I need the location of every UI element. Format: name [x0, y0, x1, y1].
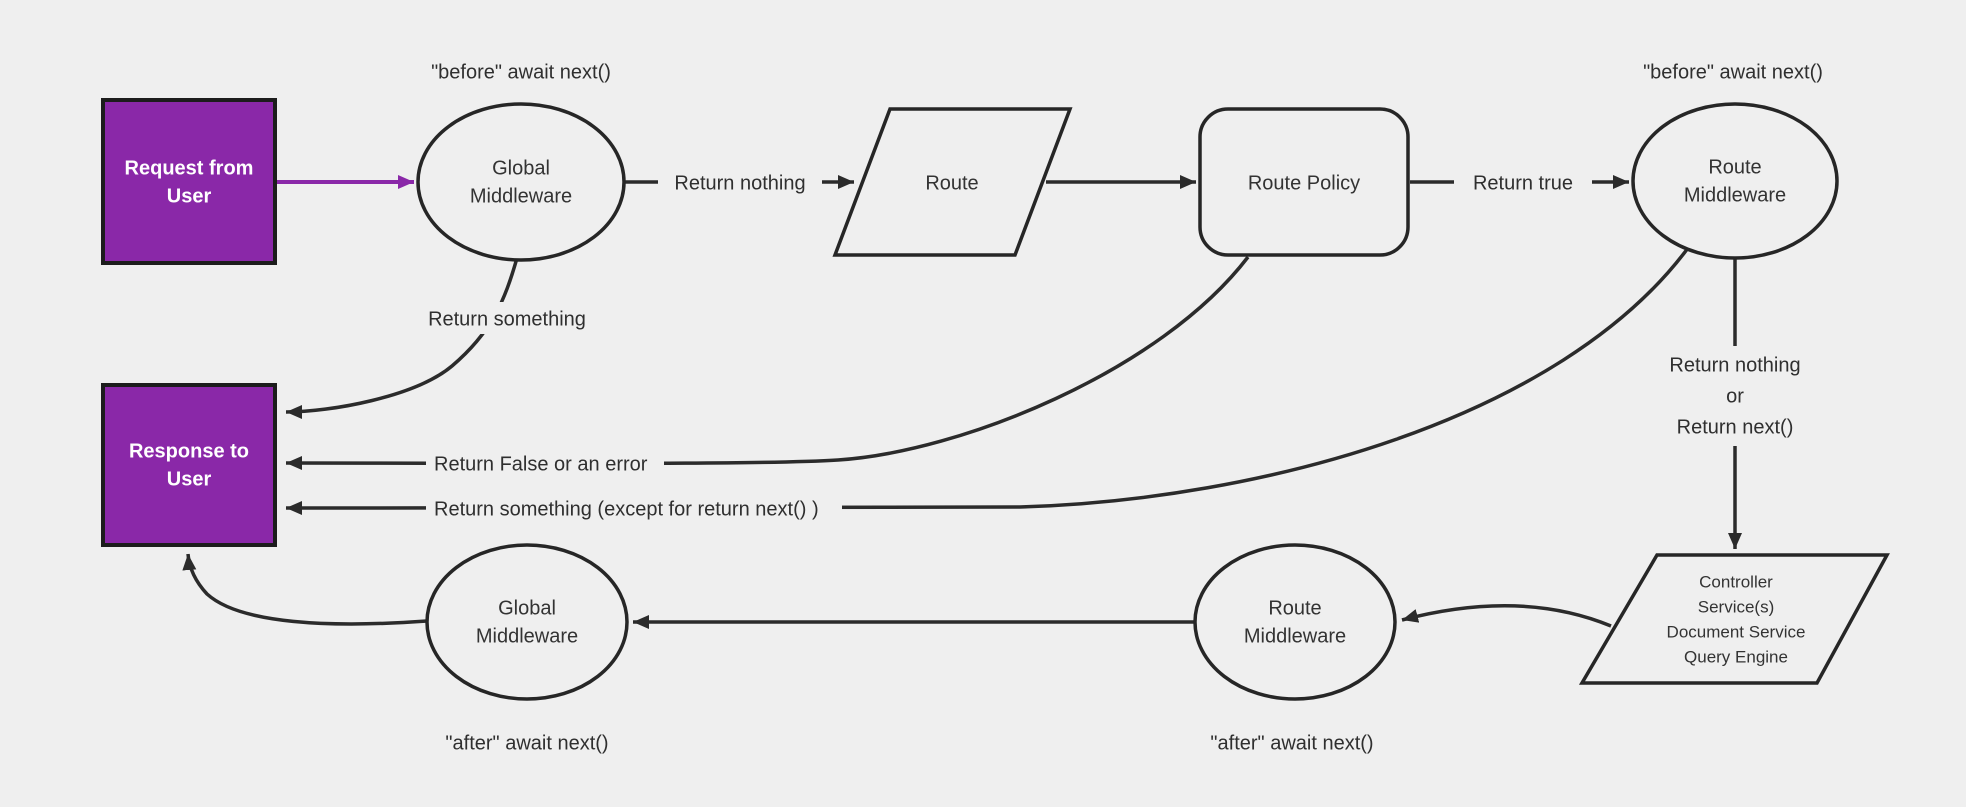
request-from-user-box: [101, 98, 277, 265]
edge-global-middleware-to-response: [285, 257, 519, 419]
route-policy-box: [1198, 107, 1410, 257]
edge-label-return-nothing: Return nothing: [674, 172, 805, 194]
node-route-policy: Route Policy: [1198, 107, 1410, 257]
route-middleware-bottom-ellipse: [1193, 543, 1397, 701]
node-route-middleware-bottom: Route Middleware: [1193, 543, 1397, 701]
node-global-middleware-bottom: Global Middleware: [425, 543, 629, 701]
node-route-middleware-top: Route Middleware: [1631, 102, 1839, 260]
node-label-line: Route: [1268, 597, 1321, 619]
label-bg-return-something: [408, 302, 606, 334]
node-label-line: Middleware: [1244, 625, 1346, 647]
edge-route-policy-to-response: [285, 255, 1250, 471]
route-parallelogram: [832, 107, 1073, 257]
node-request-from-user: Request from User: [101, 98, 277, 265]
node-label-line: Route: [925, 172, 978, 194]
node-controller-services: Controller Service(s) Document Service Q…: [1578, 553, 1890, 685]
label-bg-return-nothing-or: [1648, 346, 1824, 446]
node-label-line: User: [167, 468, 212, 490]
label-bg-return-nothing: [658, 166, 822, 198]
edge-label-return-nothing-or-line1: Return nothing: [1669, 354, 1800, 376]
edge-label-return-nothing-or-line2: or: [1726, 385, 1744, 407]
node-label-line: Global: [492, 157, 550, 179]
node-label-line: Document Service: [1667, 622, 1806, 641]
edge-label-return-nothing-or-line3: Return next(): [1677, 416, 1794, 438]
node-label-line: Middleware: [470, 185, 572, 207]
edge-label-return-true: Return true: [1473, 172, 1573, 194]
global-middleware-top-ellipse: [416, 102, 626, 262]
response-to-user-box: [101, 383, 277, 547]
edge-label-before-await-next-right: "before" await next(): [1643, 61, 1823, 83]
edge-label-after-await-next-left: "after" await next(): [445, 732, 608, 754]
edge-label-return-something: Return something: [428, 308, 586, 330]
node-label-line: Service(s): [1698, 597, 1775, 616]
edge-label-return-false: Return False or an error: [434, 453, 648, 475]
node-label-line: Request from: [125, 157, 254, 179]
edge-global-middleware-bottom-to-response: [182, 553, 428, 626]
node-label-line: Middleware: [476, 625, 578, 647]
global-middleware-bottom-ellipse: [425, 543, 629, 701]
node-label-line: Controller: [1699, 572, 1773, 591]
node-label-line: Middleware: [1684, 184, 1786, 206]
route-middleware-top-ellipse: [1631, 102, 1839, 260]
label-bg-return-true: [1454, 166, 1592, 198]
edge-label-return-something-except: Return something (except for return next…: [434, 498, 819, 520]
label-bg-return-false: [426, 447, 664, 479]
node-label-line: User: [167, 185, 212, 207]
controller-parallelogram: [1578, 553, 1890, 685]
node-route: Route: [832, 107, 1073, 257]
node-label-line: Route: [1708, 156, 1761, 178]
label-bg-return-something-except: [426, 492, 842, 524]
node-label-line: Response to: [129, 440, 249, 462]
edge-label-after-await-next-middle: "after" await next(): [1210, 732, 1373, 754]
edge-controller-to-route-middleware-bottom: [1401, 603, 1612, 628]
node-label-line: Global: [498, 597, 556, 619]
node-label-line: Query Engine: [1684, 647, 1788, 666]
node-global-middleware-top: Global Middleware: [416, 102, 626, 262]
node-label-line: Route Policy: [1248, 172, 1360, 194]
edge-label-before-await-next-left: "before" await next(): [431, 61, 611, 83]
node-response-to-user: Response to User: [101, 383, 277, 547]
